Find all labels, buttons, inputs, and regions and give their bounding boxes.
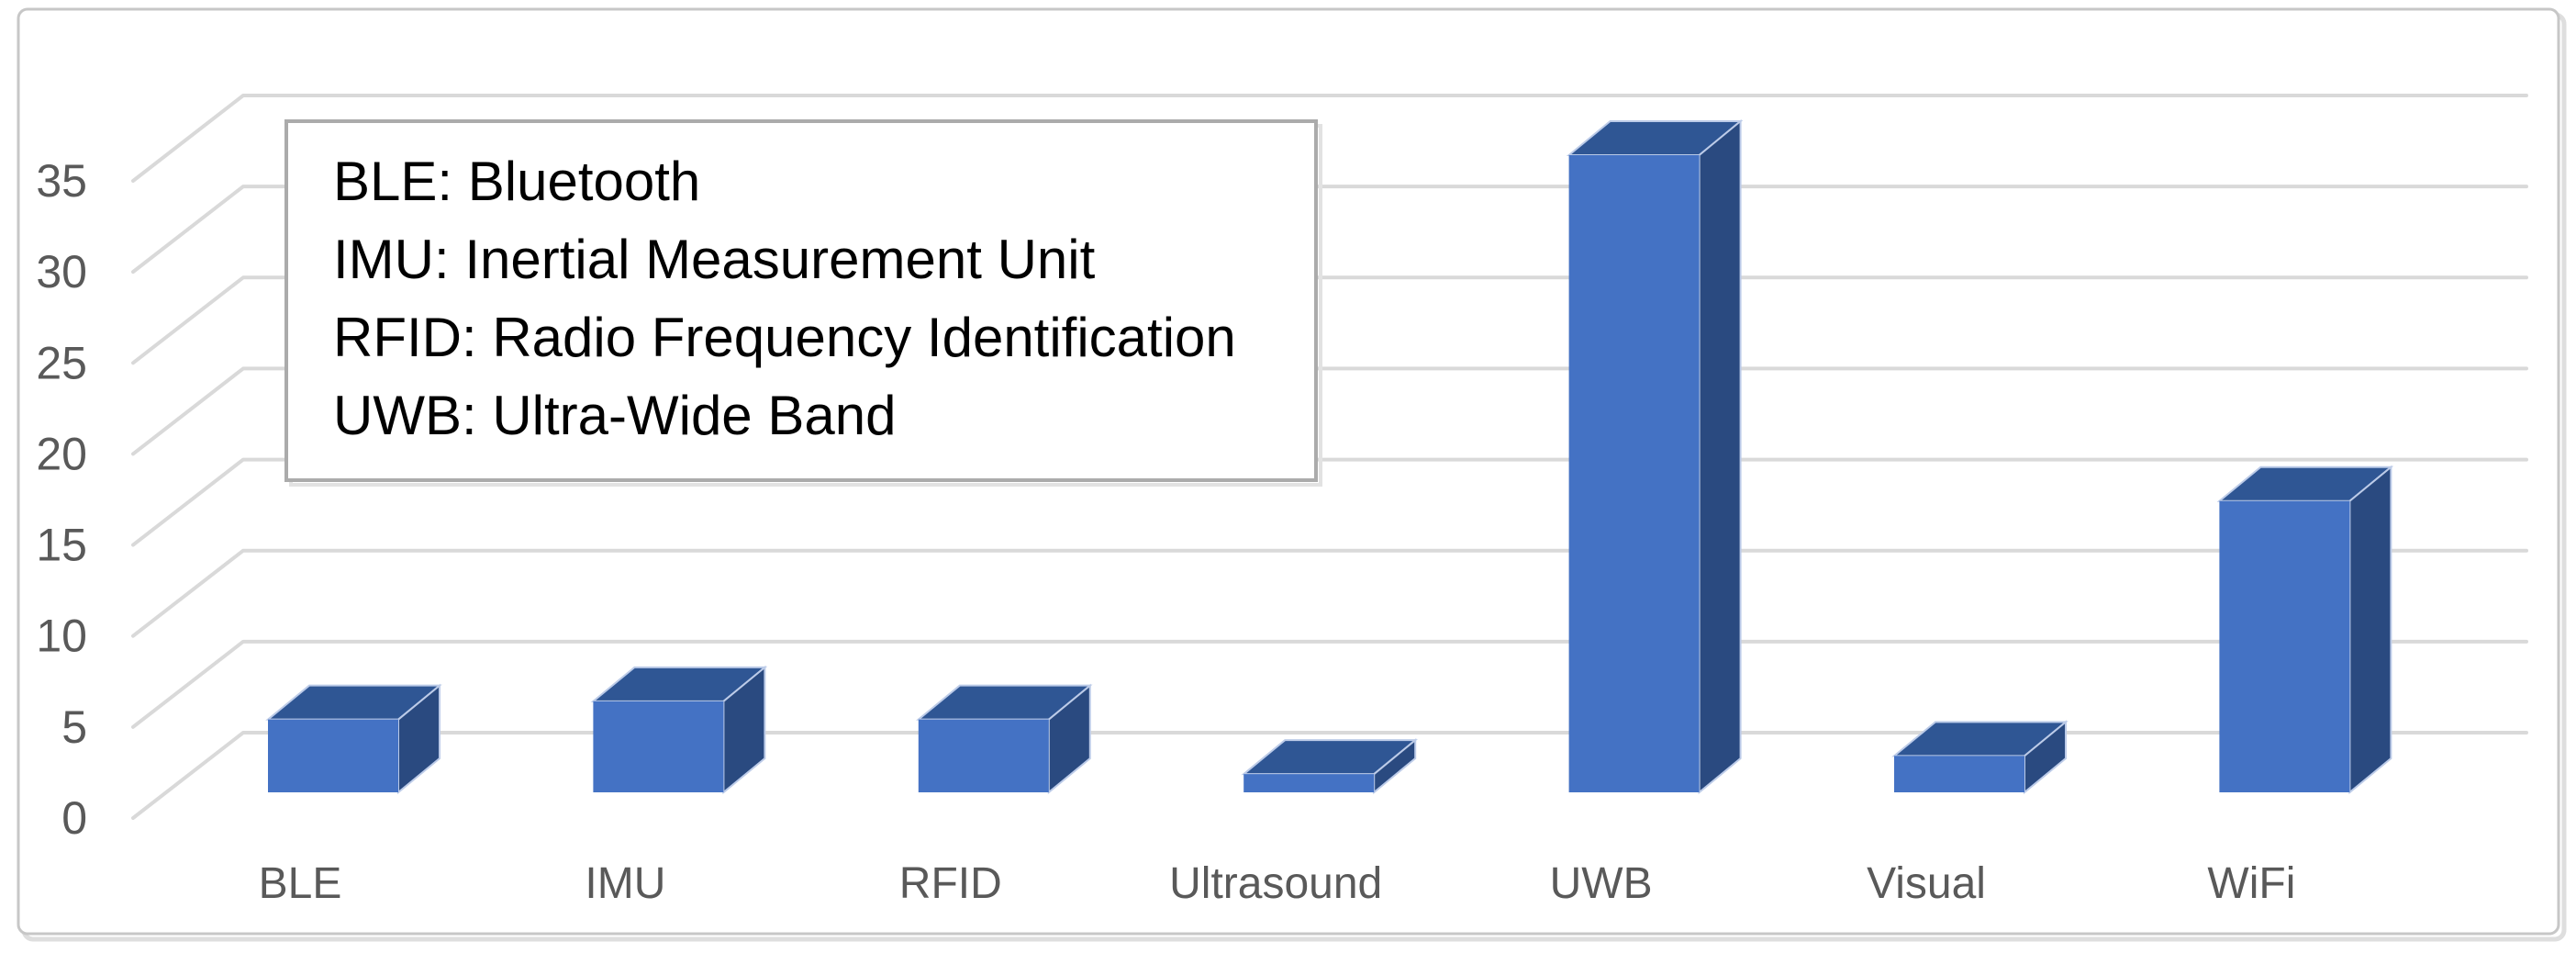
abbreviation-line-3: UWB: Ultra-Wide Band: [333, 385, 896, 446]
bar-side-face: [2348, 465, 2392, 795]
x-axis-category-labels: BLE IMU RFID Ultrasound UWB Visual WiFi: [259, 859, 2296, 908]
gridlines: [131, 93, 2528, 820]
y-axis-tick-labels: 0 5 10 15 20 25 30 35: [36, 155, 87, 844]
gridline-15: [131, 457, 2528, 547]
y-tick-label-30: 30: [36, 246, 87, 297]
bar-front-face: [918, 719, 1049, 792]
category-label-Visual: Visual: [1867, 859, 1986, 908]
bar-front-face: [1568, 154, 1700, 793]
y-tick-label-35: 35: [36, 155, 87, 207]
bar-BLE: [265, 683, 442, 795]
bar-front-face: [2219, 500, 2350, 792]
abbreviation-line-0: BLE: Bluetooth: [333, 151, 700, 212]
bar-front-face: [1894, 756, 2024, 792]
category-label-BLE: BLE: [259, 859, 342, 908]
gridline-0: [131, 731, 2528, 820]
gridline-20: [131, 366, 2528, 456]
bar-Visual: [1891, 720, 2069, 795]
bar-RFID: [916, 683, 1093, 795]
bar-UWB: [1566, 118, 1744, 795]
bar-front-face: [1243, 774, 1375, 792]
category-label-RFID: RFID: [899, 859, 1002, 908]
y-tick-label-5: 5: [61, 701, 87, 753]
y-tick-label-15: 15: [36, 520, 87, 571]
abbreviation-box-frame: [284, 119, 1318, 482]
abbreviation-line-2: RFID: Radio Frequency Identification: [333, 307, 1236, 368]
bar-front-face: [268, 719, 398, 792]
gridline-30: [131, 185, 2528, 275]
y-tick-label-10: 10: [36, 611, 87, 662]
bar-side-face: [1698, 118, 1742, 795]
category-label-IMU: IMU: [585, 859, 665, 908]
bar-front-face: [593, 701, 724, 792]
y-tick-label-25: 25: [36, 337, 87, 388]
y-tick-label-20: 20: [36, 428, 87, 479]
bar-WiFi: [2216, 465, 2394, 795]
bars: [265, 118, 2394, 795]
category-label-UWB: UWB: [1550, 859, 1653, 908]
gridline-5: [131, 639, 2528, 729]
category-label-WiFi: WiFi: [2207, 859, 2295, 908]
bar-IMU: [590, 665, 768, 795]
gridline-10: [131, 548, 2528, 638]
abbreviation-line-1: IMU: Inertial Measurement Unit: [333, 229, 1096, 290]
gridline-35: [131, 93, 2528, 183]
gridline-25: [131, 275, 2528, 365]
category-label-Ultrasound: Ultrasound: [1169, 859, 1382, 908]
y-tick-label-0: 0: [61, 792, 87, 844]
bar-Ultrasound: [1241, 738, 1418, 795]
